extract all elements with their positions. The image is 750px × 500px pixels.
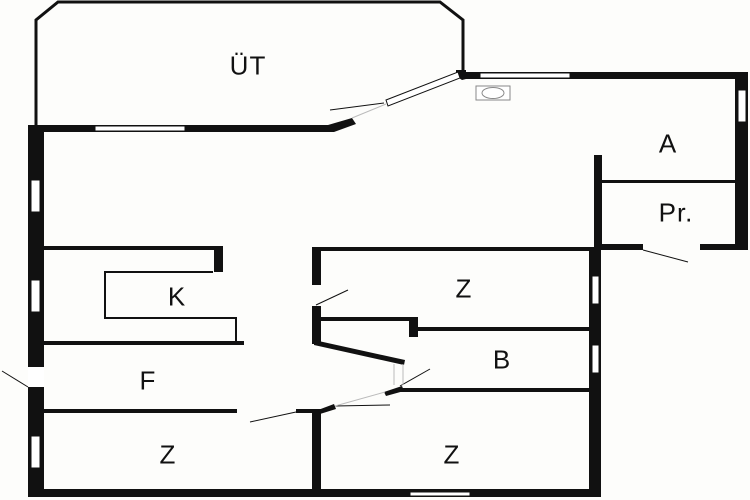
door-swing [642, 249, 689, 263]
wall-z-top [312, 247, 595, 251]
room-label-a: A [658, 128, 678, 159]
wall-pr-bottom-left [595, 244, 643, 250]
wall-b-bottom [400, 388, 592, 392]
boiler-icon [475, 85, 511, 101]
door-swing [334, 404, 391, 407]
door-swing [329, 102, 385, 111]
room-label-pr: Pr. [658, 197, 694, 228]
terrace-outline [34, 0, 465, 126]
door-swing [249, 411, 297, 423]
door-swing [1, 370, 29, 388]
window [30, 435, 41, 469]
wall-terrace-diagonal [328, 118, 356, 132]
room-label-z: Z [159, 439, 177, 470]
window [737, 89, 747, 123]
window [591, 275, 600, 305]
window [479, 72, 571, 79]
window [591, 344, 600, 374]
window [94, 125, 186, 132]
wall-f-bottom [44, 409, 237, 413]
wall-top-right [462, 72, 748, 79]
room-label-z: Z [443, 439, 461, 470]
room-label-z: Z [455, 273, 473, 304]
wall-z-middle [312, 409, 321, 497]
door-swing [399, 368, 431, 387]
wall-b-top [320, 317, 415, 321]
wall-diagonal [314, 340, 405, 365]
door-swing [315, 289, 349, 306]
room-label-b: B [492, 344, 512, 375]
room-label-f: F [139, 365, 157, 396]
window [30, 279, 41, 313]
room-label-terrace: ÜT [229, 50, 267, 81]
window [409, 491, 471, 497]
room-label-k: K [167, 281, 187, 312]
wall-a-pr-divider [601, 180, 735, 183]
window [385, 71, 461, 107]
window [30, 179, 41, 213]
wall-pr-bottom-right [700, 244, 748, 250]
wall-kitchen-top [44, 246, 222, 250]
wall-kitchen-bottom [44, 341, 244, 345]
wall-a-left [594, 155, 602, 250]
kitchen-counter [104, 271, 237, 342]
